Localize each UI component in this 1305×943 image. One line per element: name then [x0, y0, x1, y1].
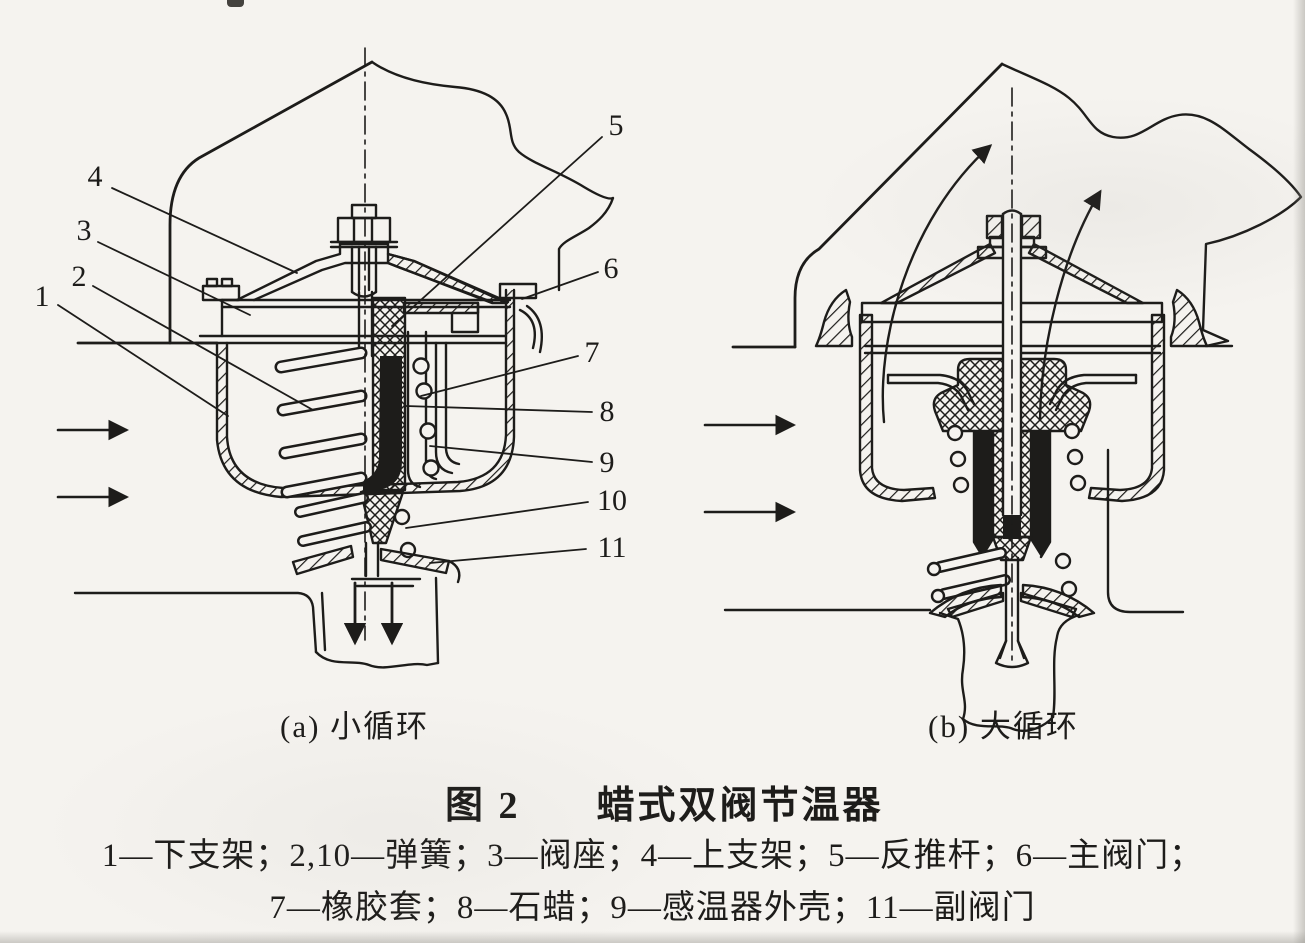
block-torn-edge-b — [1000, 62, 1303, 348]
upper-spring-a — [274, 346, 440, 499]
legend-line-1: 1—下支架；2,10—弹簧；3—阀座；4—上支架；5—反推杆；6—主阀门； — [101, 838, 1204, 874]
lower-spring-b — [926, 547, 1078, 604]
adjusting-bolt-a — [329, 203, 399, 298]
flow-arrow-curved-icon — [881, 144, 993, 424]
coolant-inlet-arrows-b — [703, 414, 797, 523]
flange-tab-left-a — [201, 277, 241, 302]
flange-clamp-left-b — [814, 288, 854, 348]
rubber-sleeve-a — [402, 301, 480, 489]
secondary-valve-a — [291, 544, 461, 588]
figure-number: 图 2 — [445, 785, 521, 827]
legend-line-2: 7—橡胶套；8—石蜡；9—感温器外壳；11—副阀门 — [269, 890, 1036, 926]
bypass-pipe-a — [73, 576, 440, 669]
leader-5 — [391, 136, 603, 327]
housing-wall-left-b — [858, 313, 937, 503]
pipe-torn-bottom-a — [314, 650, 440, 669]
leader-7 — [420, 355, 579, 397]
part-label-1: 1 — [34, 280, 50, 313]
wax-charge-right-b — [1031, 431, 1050, 557]
main-flow-arrows-b — [881, 144, 1102, 424]
part-label-8: 8 — [599, 395, 615, 428]
main-valve-a — [498, 282, 544, 354]
figure-caption: 图 2 蜡式双阀节温器 — [445, 774, 884, 829]
housing-wall-right-b — [1087, 313, 1166, 503]
panel-b-caption: (b) 大循环 — [928, 709, 1079, 744]
part-label-3: 3 — [76, 214, 92, 247]
leader-8 — [405, 405, 593, 413]
coolant-inlet-arrows-a — [56, 419, 130, 508]
wax-charge-left-b — [974, 431, 993, 557]
part-label-11: 11 — [597, 531, 627, 564]
part-label-5: 5 — [608, 109, 624, 142]
pipe-left-wall-a — [73, 591, 318, 654]
scan-edge-bottom — [0, 931, 1305, 943]
engine-block-outline-b — [731, 62, 1303, 349]
part-label-10: 10 — [597, 484, 627, 517]
flow-arrow-curved-icon — [1038, 189, 1102, 422]
scan-edge-right — [1293, 0, 1305, 943]
leader-4 — [111, 187, 298, 274]
leader-1 — [57, 304, 229, 417]
wax-charge-a — [363, 356, 402, 494]
part-label-4: 4 — [87, 160, 103, 193]
leader-6 — [521, 271, 599, 300]
block-torn-edge-a — [370, 60, 615, 292]
panel-a-caption: (a) 小循环 — [280, 709, 430, 744]
block-wall-left-b — [793, 62, 1004, 349]
part-label-7: 7 — [584, 336, 600, 369]
part-label-2: 2 — [71, 260, 87, 293]
panel-b-drawing — [703, 62, 1303, 732]
scan-speck — [227, 0, 244, 7]
pipe-left-wall-inner-a — [320, 591, 327, 652]
cup-hatch-right — [350, 290, 514, 496]
part-label-9: 9 — [599, 446, 615, 479]
upper-spring-b — [946, 422, 1087, 494]
inner-skirt-a — [434, 341, 461, 475]
rod-guide-nut-b — [985, 214, 1042, 240]
block-wall-left-a — [168, 60, 374, 345]
leader-lines-a — [57, 136, 603, 564]
flange-clamp-right-b — [1169, 288, 1234, 348]
spring-wire-sections-a — [412, 357, 440, 477]
rod-socket-b — [1003, 515, 1021, 539]
part-label-6: 6 — [603, 252, 619, 285]
panel-a-drawing — [56, 47, 615, 669]
figure-title: 蜡式双阀节温器 — [596, 785, 884, 827]
bypass-pipe-b — [938, 611, 1081, 732]
upper-bracket-a — [235, 242, 510, 305]
leader-10 — [405, 501, 589, 529]
bypass-flow-arrows-a — [343, 581, 404, 646]
leader-3 — [97, 241, 251, 316]
secondary-valve-b — [946, 591, 1078, 619]
pipe-right-wall-a — [434, 576, 440, 665]
outlet-channel-b — [723, 448, 1185, 614]
leader-2 — [92, 285, 314, 411]
leader-11 — [429, 548, 587, 564]
leader-9 — [429, 445, 593, 463]
valve-stem-b — [994, 556, 1030, 669]
